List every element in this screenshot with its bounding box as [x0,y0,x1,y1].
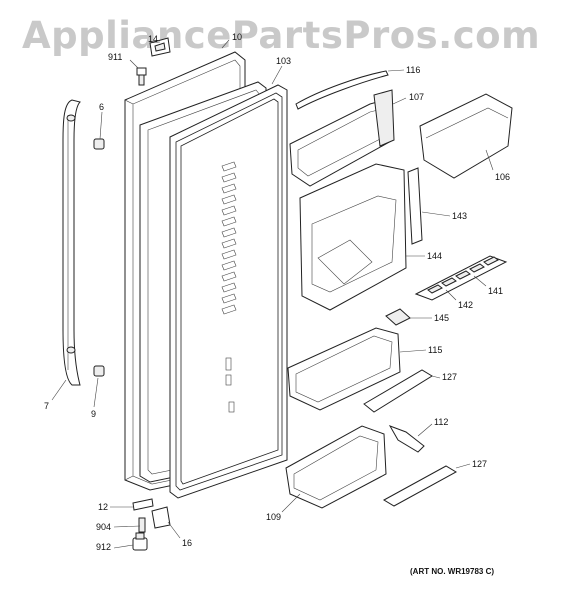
door-bin-115 [287,327,401,411]
callout-107: 107 [409,92,424,102]
liner-rib [221,216,237,227]
liner-rib [221,271,237,282]
callout-116: 116 [406,65,420,75]
callout-115: 115 [428,345,442,355]
callout-109: 109 [266,512,281,522]
dispenser-housing-144 [299,163,407,311]
dispenser-trim-143 [407,167,423,245]
bottom-hinge-16 [151,506,171,529]
callout-145: 145 [434,313,449,323]
grille-slot [483,256,499,266]
bin-trim-127-lower [382,465,458,507]
callout-6: 6 [99,102,104,112]
liner-rib [221,249,237,260]
callout-141: 141 [488,286,503,296]
callout-127-lower: 127 [472,459,487,469]
callout-10: 10 [232,32,242,42]
bin-clip-112 [388,425,425,453]
liner-rib [221,282,237,293]
callout-7: 7 [44,401,49,411]
callout-12: 12 [98,502,108,512]
callout-14: 14 [148,34,158,44]
grille-slot [427,284,443,294]
bushing-912 [132,532,148,551]
grille-slot [441,277,457,287]
handle-standoff-9 [93,365,105,377]
callout-16: 16 [182,538,192,548]
watermark: AppliancePartsPros.com [22,14,541,57]
screw-911 [136,67,147,86]
bottom-bracket-12 [132,498,154,511]
shelf-rail-116 [295,70,389,110]
callout-106: 106 [495,172,510,182]
leader-lines [51,39,494,549]
door-handle [62,99,81,386]
callout-904: 904 [96,522,111,532]
liner-rib [221,304,237,315]
callout-143: 143 [452,211,467,221]
door-bin-107 [289,89,395,187]
callout-142: 142 [458,300,473,310]
bin-cover-106 [419,93,513,179]
callout-144: 144 [427,251,442,261]
liner-rib [221,172,237,183]
callout-912: 912 [96,542,111,552]
drip-grille-141 [414,255,508,301]
liner-rib [221,183,237,194]
liner-rib [221,293,237,304]
dispenser-button-145 [385,308,411,326]
handle-standoff-6 [93,138,105,150]
liner-rib [221,238,237,249]
liner-rib [221,260,237,271]
callout-103: 103 [276,56,291,66]
callout-labels: 14 10 911 103 116 6 107 106 143 144 141 … [44,32,510,552]
callout-9: 9 [91,409,96,419]
liner-rib [221,227,237,238]
liner-ribs [221,161,237,413]
liner-rib [221,205,237,216]
liner-rib [221,161,237,172]
door-bin-109 [285,425,387,509]
liner-rib [221,194,237,205]
callout-911: 911 [108,52,122,62]
grille-slot [469,263,485,273]
callout-112: 112 [434,417,448,427]
door-gasket [169,84,288,499]
callout-127-upper: 127 [442,372,457,382]
grille-slot [455,270,471,280]
art-number: (ART NO. WR19783 C) [410,567,495,576]
screw-904 [138,517,146,533]
